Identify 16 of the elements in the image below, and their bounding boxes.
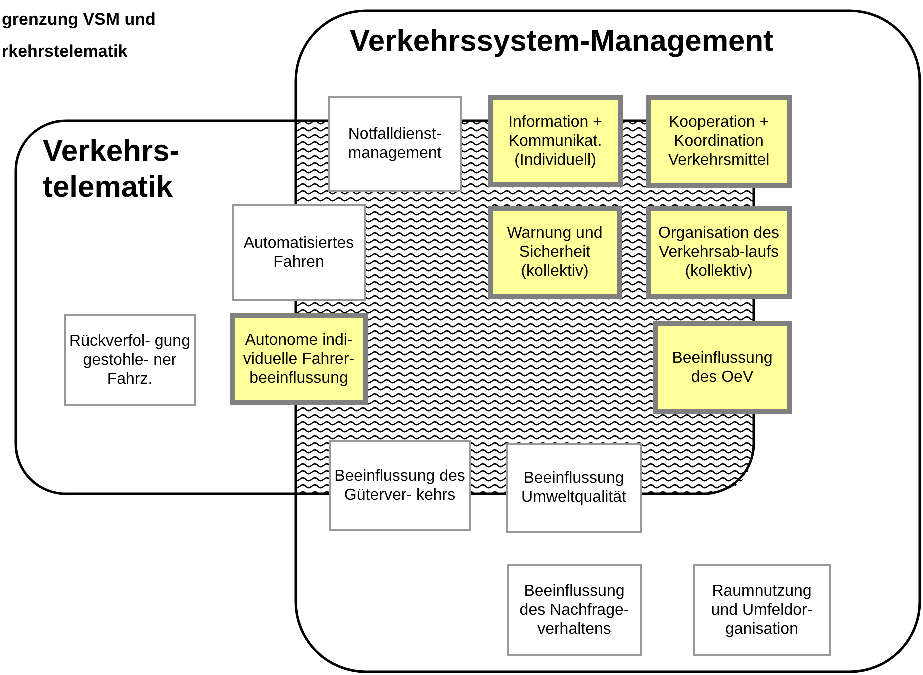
- highlighted-box: Kooperation + Koordination Verkehrsmittel: [646, 95, 792, 188]
- region-heading: Verkehrssystem-Management: [350, 24, 775, 60]
- highlighted-box: Warnung und Sicherheit (kollektiv): [488, 206, 622, 299]
- text-box: Raumnutzung und Umfeldor- ganisation: [693, 564, 831, 656]
- highlighted-box: Beeinflussung des OeV: [653, 321, 792, 414]
- highlighted-box: Organisation des Verkehrsab-laufs (kollektiv): [646, 206, 792, 299]
- text-box: Notfalldienst- management: [328, 96, 462, 192]
- highlighted-box: Information + Kommunikat. (Individuell): [488, 95, 623, 187]
- text-box: Beeinflussung des Güterver- kehrs: [329, 440, 471, 531]
- region-heading: Verkehrs- telematik: [43, 134, 181, 206]
- text-box: Automatisiertes Fahren: [232, 204, 366, 301]
- highlighted-box: Autonome indi- viduelle Fahrer- beeinflussung: [230, 313, 368, 405]
- text-box: Rückverfol- gung gestohle- ner Fahrz.: [64, 314, 196, 406]
- text-box: Beeinflussung Umweltqualität: [506, 443, 642, 533]
- title: grenzung VSM und rkehrstelematik: [2, 9, 157, 63]
- text-box: Beeinflussung des Nachfrage- verhaltens: [507, 564, 642, 656]
